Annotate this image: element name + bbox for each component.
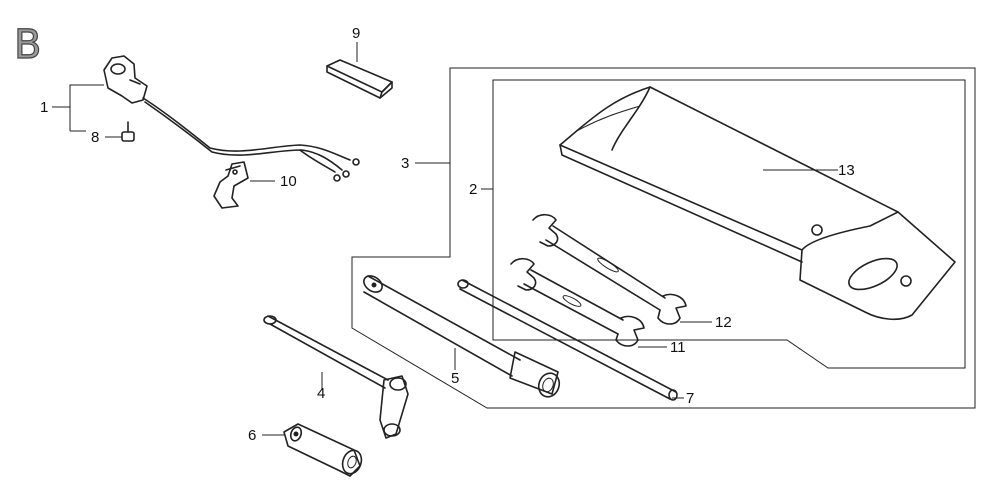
callout-7: 7 — [686, 390, 694, 407]
callout-10: 10 — [280, 173, 297, 190]
leader-lines — [52, 42, 838, 436]
screw-icon — [121, 121, 135, 142]
tool-bag-icon — [559, 86, 956, 321]
callout-8: 8 — [91, 129, 99, 146]
clamp-icon — [213, 161, 249, 209]
wire-harness-icon — [103, 55, 360, 182]
tool-set-bracket — [351, 67, 976, 409]
callout-11: 11 — [670, 339, 686, 356]
square-bar-icon — [326, 59, 393, 99]
section-letter: B — [14, 22, 41, 68]
open-end-wrench-icon — [510, 257, 645, 347]
callout-5: 5 — [451, 370, 459, 387]
spark-plug-wrench-icon — [263, 315, 409, 439]
box-socket-wrench-icon — [363, 275, 561, 398]
callout-13: 13 — [838, 162, 855, 179]
callout-labels: 1 2 3 4 5 6 7 8 9 10 11 12 13 — [40, 25, 855, 444]
open-end-wrench-icon — [532, 213, 687, 325]
callout-2: 2 — [469, 181, 477, 198]
callout-4: 4 — [317, 385, 325, 402]
callout-1: 1 — [40, 99, 48, 116]
callout-6: 6 — [248, 427, 256, 444]
callout-3: 3 — [401, 155, 409, 172]
socket-wrench-icon — [283, 423, 363, 477]
handle-bar-icon — [457, 279, 678, 401]
callout-12: 12 — [715, 314, 732, 331]
callout-9: 9 — [352, 25, 360, 42]
